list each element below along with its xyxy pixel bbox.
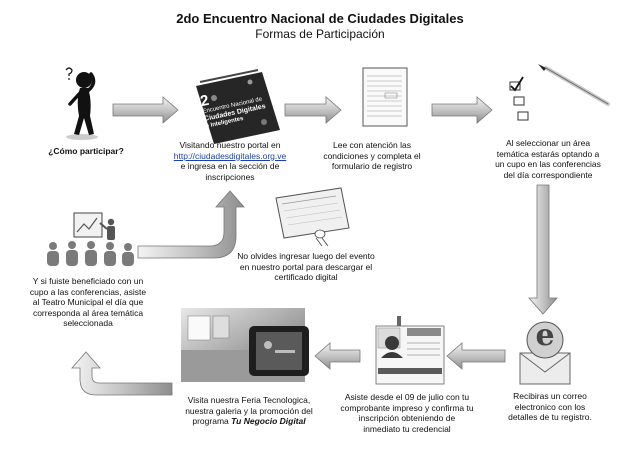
caption-visit-fair: Visita nuestra Feria Tecnologica, nuestr… (176, 395, 322, 427)
arrow-right-3 (431, 96, 493, 124)
caption-read-conditions: Lee con atención las condiciones y compl… (323, 140, 421, 171)
caption-visit-portal-line1: Visitando nuestro portal en (179, 140, 281, 150)
page-title: 2do Encuentro Nacional de Ciudades Digit… (176, 11, 464, 26)
arrow-left-1 (446, 342, 506, 370)
arrow-left-2 (314, 342, 361, 370)
registration-form-icon (362, 67, 408, 127)
caption-email: Recibiras un correo electronico con los … (508, 391, 592, 422)
email-envelope-icon (519, 321, 571, 385)
arrow-down (528, 184, 558, 315)
caption-visit-fair-program: Tu Negocio Digital (231, 416, 306, 426)
arrow-right-2 (284, 96, 342, 124)
credential-card-icon (375, 316, 445, 385)
arrow-curved-up-left (71, 351, 173, 396)
caption-visit-fair-text: Visita nuestra Feria Tecnologica, nuestr… (185, 395, 313, 426)
arrow-curved-up-portal (137, 190, 245, 259)
caption-visit-portal-line2: e ingresa en la sección de inscripciones (180, 161, 280, 182)
portal-cover-icon (196, 69, 280, 144)
page-subtitle: Formas de Participación (255, 27, 385, 41)
checklist-pen-icon (509, 64, 610, 121)
thinking-person-icon (65, 67, 98, 140)
caption-certificate: No olvides ingresar luego del evento en … (237, 251, 375, 282)
conference-audience-icon (47, 212, 134, 266)
caption-benefit: Y si fuiste beneficiado con un cupo a la… (29, 276, 147, 328)
caption-select-area: Al seleccionar un área temática estarás … (495, 138, 601, 180)
arrow-right-1 (112, 96, 179, 124)
gallery-tablet-image (181, 308, 309, 382)
certificate-icon (275, 187, 350, 247)
email-e-glyph: e (535, 318, 555, 353)
caption-how-to-participate: ¿Cómo participar? (48, 146, 124, 156)
caption-attend: Asiste desde el 09 de julio con tu compr… (340, 392, 474, 434)
portal-link[interactable]: http://ciudadesdigitales.org.ve (173, 150, 287, 161)
caption-visit-portal: Visitando nuestro portal en http://ciuda… (160, 140, 300, 182)
